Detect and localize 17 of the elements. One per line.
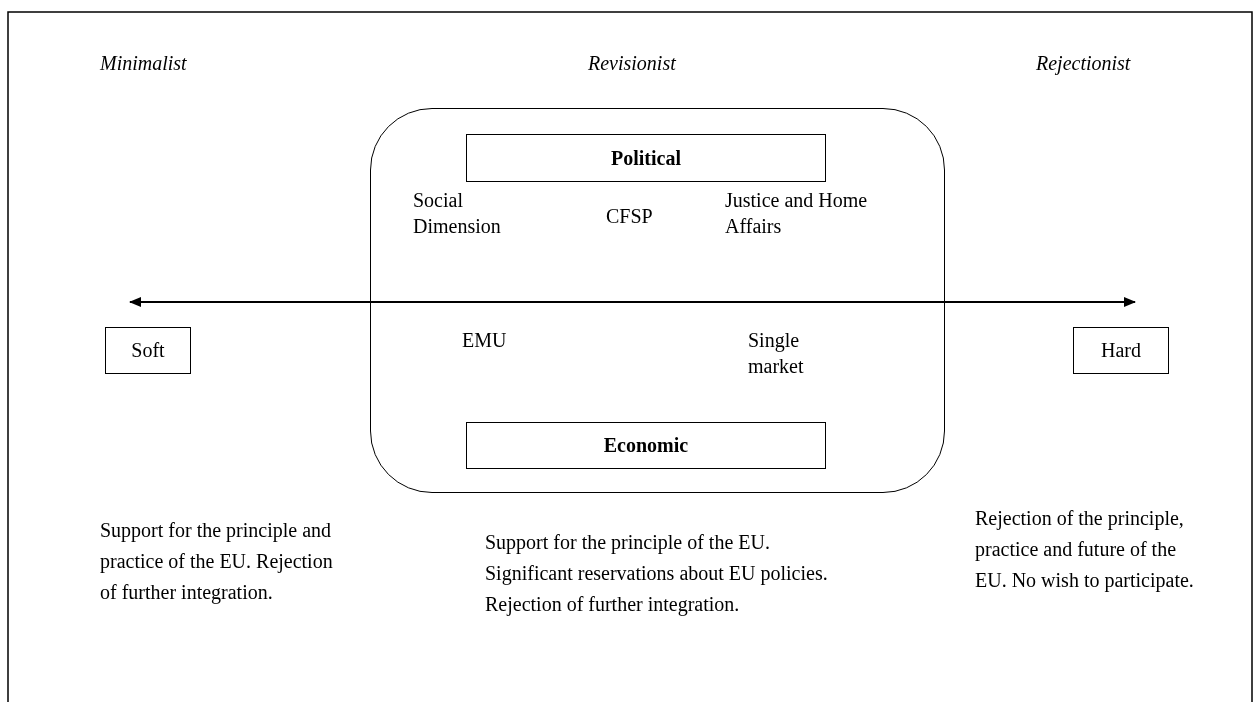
policy-area-text: Justice and Home Affairs (725, 188, 869, 239)
description-text: Rejection of the principle, practice and future of the EU. No wish to participate. (975, 506, 1195, 594)
policy-area-text: EMU (462, 328, 508, 353)
policy-area-text: Social Dimension (413, 188, 502, 239)
column-heading: Rejectionist (1036, 51, 1132, 77)
column-heading: Revisionist (588, 51, 677, 76)
description-text: Support for the principle and practice of the EU. Rejection of further integration. (100, 518, 334, 606)
double-arrow (129, 297, 1136, 307)
policy-area-text: Single market (748, 328, 805, 379)
rounded-group-box (370, 108, 945, 493)
category-box: Political (466, 134, 826, 182)
end-label-box: Soft (105, 327, 191, 374)
column-heading: Minimalist (100, 51, 188, 76)
category-box: Economic (466, 422, 826, 469)
end-label-box: Hard (1073, 327, 1169, 374)
policy-area-text: CFSP (606, 204, 654, 229)
description-text: Support for the principle of the EU. Significant reservations about EU policies. Rejection of further integration. (485, 530, 829, 618)
